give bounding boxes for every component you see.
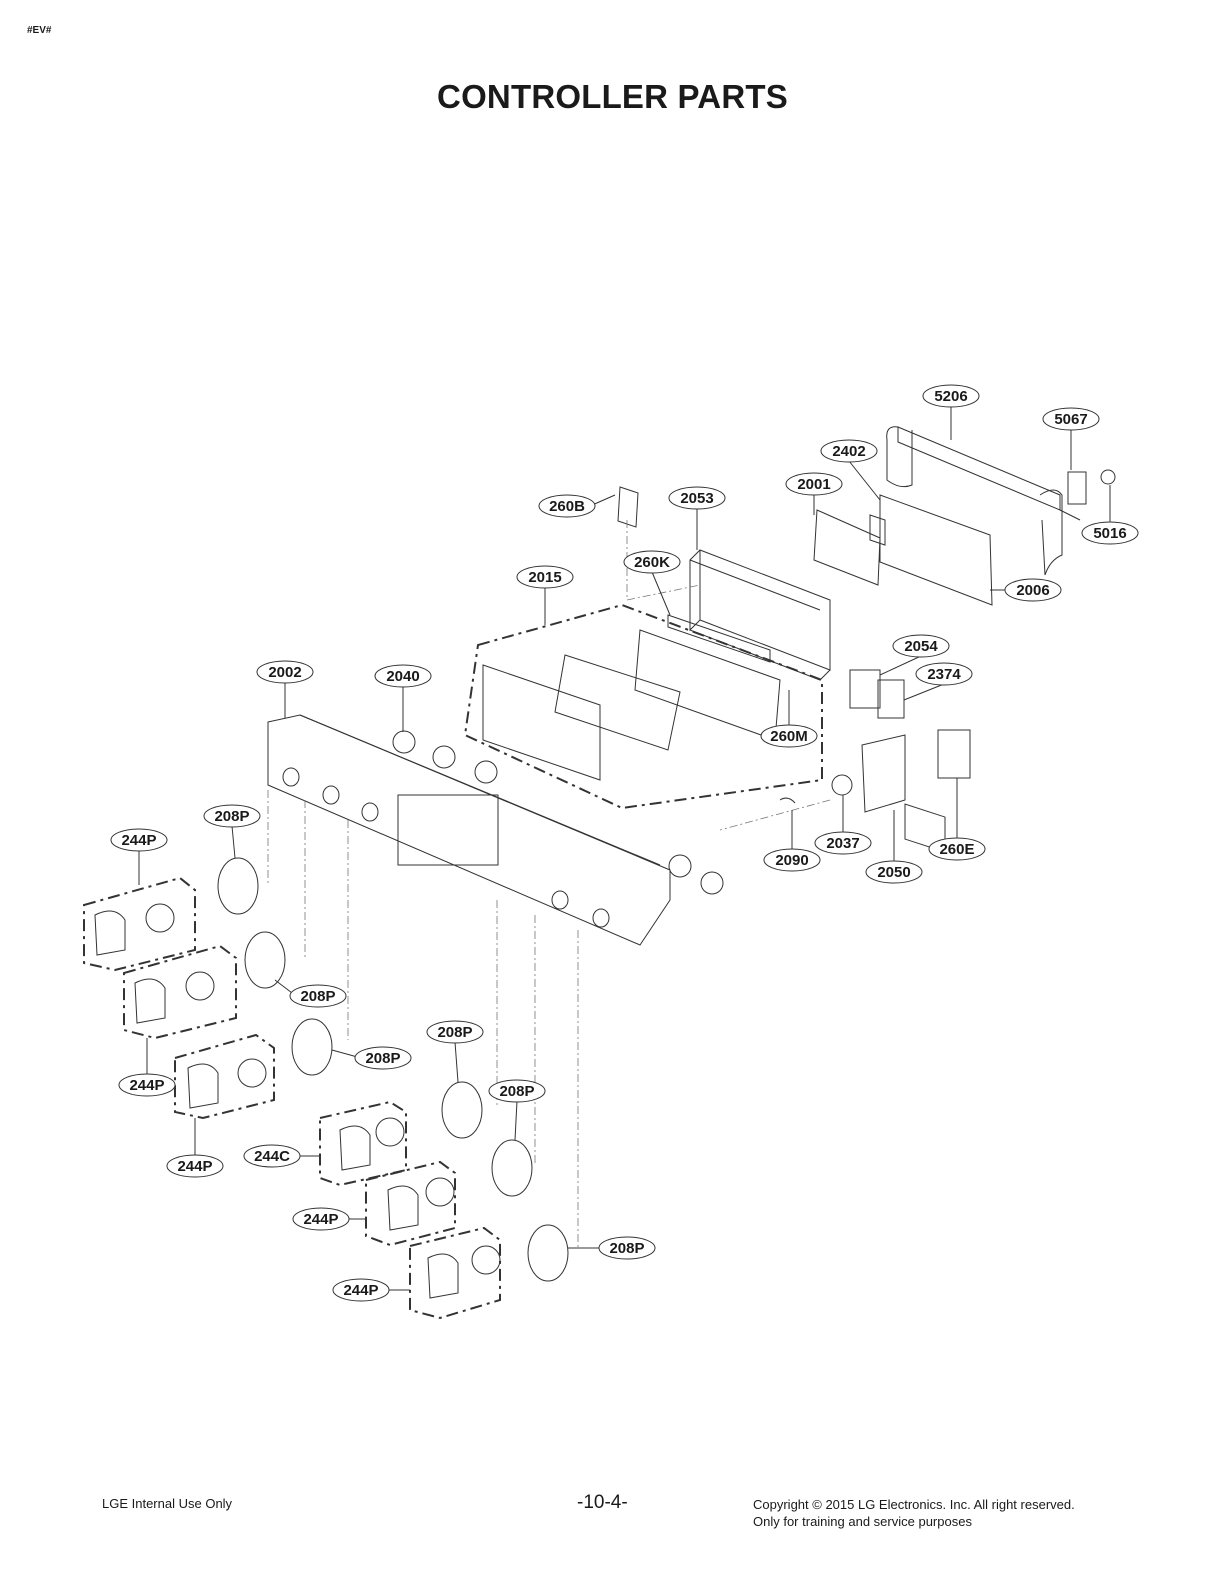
callout-2006: 2006	[1004, 578, 1062, 602]
callout-label: 2006	[1016, 582, 1049, 599]
callout-208P: 208P	[289, 984, 347, 1008]
callout-label: 208P	[437, 1024, 472, 1041]
document-code: #EV#	[27, 25, 52, 36]
board-2374-drawing	[877, 679, 905, 719]
cover-2001-drawing	[813, 509, 881, 586]
callout-2402: 2402	[820, 439, 878, 463]
assembly-2015-boundary	[463, 603, 823, 810]
callout-label: 208P	[365, 1050, 400, 1067]
part-2037-drawing	[831, 774, 853, 796]
page-number: -10-4-	[577, 1492, 628, 1513]
callout-5016: 5016	[1081, 521, 1139, 545]
callout-2090: 2090	[763, 848, 821, 872]
copyright-text: Copyright © 2015 LG Electronics. Inc. Al…	[753, 1497, 1075, 1512]
callout-label: 244C	[254, 1148, 290, 1165]
callout-260B: 260B	[538, 494, 596, 518]
callout-label: 5067	[1054, 411, 1087, 428]
callout-2050: 2050	[865, 860, 923, 884]
callout-label: 260B	[549, 498, 585, 515]
callout-label: 260M	[770, 728, 808, 745]
callout-label: 2002	[268, 664, 301, 681]
callout-label: 244P	[121, 832, 156, 849]
callout-260K: 260K	[623, 550, 681, 574]
callout-label: 5206	[934, 388, 967, 405]
callout-label: 208P	[300, 988, 335, 1005]
callout-label: 244P	[303, 1211, 338, 1228]
callout-244P: 244P	[332, 1278, 390, 1302]
callout-label: 244P	[177, 1158, 212, 1175]
callout-208P: 208P	[426, 1020, 484, 1044]
knob-244-drawings	[94, 903, 501, 1299]
strip-260K-drawing	[667, 614, 771, 663]
callout-label: 2053	[680, 490, 713, 507]
callout-244C: 244C	[243, 1144, 301, 1168]
callout-label: 208P	[499, 1083, 534, 1100]
callout-label: 2054	[904, 638, 938, 655]
callout-2002: 2002	[256, 660, 314, 684]
ring-2040-drawing	[392, 730, 416, 754]
callout-label: 244P	[343, 1282, 378, 1299]
callout-260M: 260M	[760, 724, 818, 748]
bezel-208P-drawings	[217, 857, 569, 1282]
projection-lines	[267, 520, 831, 1250]
callout-5206: 5206	[922, 384, 980, 408]
callout-244P: 244P	[166, 1154, 224, 1178]
bracket-5206-drawing	[886, 426, 1081, 576]
footer-internal-use: LGE Internal Use Only	[102, 1496, 233, 1511]
plate-5067-drawing	[1067, 471, 1087, 505]
callout-2040: 2040	[374, 664, 432, 688]
callout-label: 2050	[877, 864, 910, 881]
callout-208P: 208P	[488, 1079, 546, 1103]
callout-208P: 208P	[203, 804, 261, 828]
motor-260E-drawing	[937, 729, 971, 779]
callout-label: 2037	[826, 835, 859, 852]
callout-208P: 208P	[598, 1236, 656, 1260]
switch-260B-drawing	[617, 486, 639, 528]
bracket-2054-drawing	[849, 669, 881, 709]
callout-2053: 2053	[668, 486, 726, 510]
callout-label: 2090	[775, 852, 808, 869]
clip-2090-drawing	[779, 797, 796, 804]
callout-244P: 244P	[118, 1073, 176, 1097]
callout-5067: 5067	[1042, 407, 1100, 431]
callout-208P: 208P	[354, 1046, 412, 1070]
callout-label: 2001	[797, 476, 830, 493]
callout-label: 5016	[1093, 525, 1126, 542]
footer-copyright: Copyright © 2015 LG Electronics. Inc. Al…	[753, 1496, 1075, 1530]
panel-2002-drawing	[267, 714, 671, 946]
housing-2053-drawing	[689, 549, 831, 681]
module-2050-drawing	[861, 734, 906, 813]
callout-label: 244P	[129, 1077, 164, 1094]
leader-lines	[138, 406, 1111, 1291]
callout-260E: 260E	[928, 837, 986, 861]
knob-group-boundaries	[83, 876, 501, 1320]
callout-label: 2374	[927, 666, 961, 683]
callout-label: 2040	[386, 668, 419, 685]
callout-label: 208P	[214, 808, 249, 825]
callout-label: 260K	[634, 554, 670, 571]
callout-2015: 2015	[516, 565, 574, 589]
callout-244P: 244P	[110, 828, 168, 852]
callout-label: 2015	[528, 569, 561, 586]
callout-label: 208P	[609, 1240, 644, 1257]
callout-244P: 244P	[292, 1207, 350, 1231]
callout-2054: 2054	[892, 634, 950, 658]
training-note: Only for training and service purposes	[753, 1514, 972, 1529]
callout-label: 260E	[939, 841, 974, 858]
callout-2037: 2037	[814, 831, 872, 855]
callout-label: 2402	[832, 443, 865, 460]
callout-2001: 2001	[785, 472, 843, 496]
part-5016-drawing	[1100, 469, 1116, 485]
page-title: CONTROLLER PARTS	[437, 78, 788, 115]
callout-2374: 2374	[915, 662, 973, 686]
